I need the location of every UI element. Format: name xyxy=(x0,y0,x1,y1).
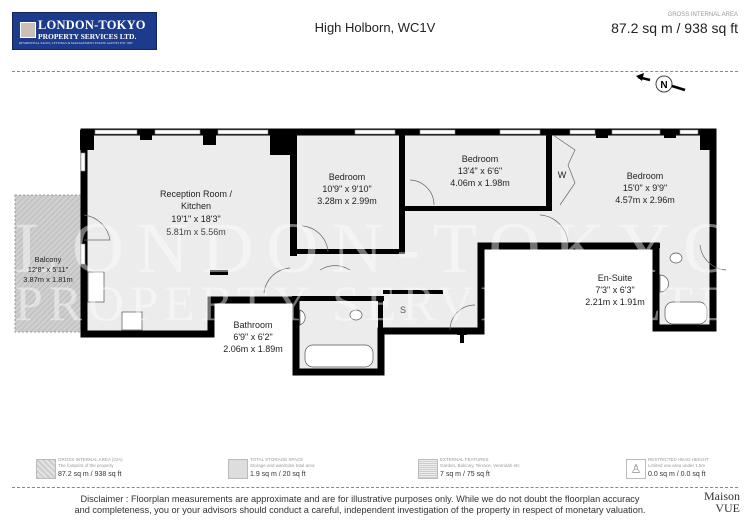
toilet-icon xyxy=(349,309,363,321)
svg-text:3.28m x 2.99m: 3.28m x 2.99m xyxy=(317,196,377,206)
room-balcony: Balcony 12'8" x 5'11" 3.87m x 1.81m xyxy=(23,255,73,284)
watermark: LONDON-TOKYO PROPERTY SERVICES LTD xyxy=(15,208,735,331)
storage-marker: S xyxy=(400,305,406,315)
property-title: High Holborn, WC1V xyxy=(314,20,436,35)
svg-text:Reception Room /: Reception Room / xyxy=(160,189,233,199)
svg-text:5.81m x 5.56m: 5.81m x 5.56m xyxy=(166,227,226,237)
svg-text:7'3" x 6'3": 7'3" x 6'3" xyxy=(595,285,634,295)
room-reception: Reception Room / Kitchen 19'1" x 18'3" 5… xyxy=(160,189,233,237)
agency-logo: LONDON-TOKYO PROPERTY SERVICES LTD. RESI… xyxy=(12,12,157,50)
svg-text:15'0" x 9'9": 15'0" x 9'9" xyxy=(623,183,667,193)
svg-text:Bedroom: Bedroom xyxy=(462,154,499,164)
svg-text:13'4" x 6'6": 13'4" x 6'6" xyxy=(458,166,502,176)
header-divider xyxy=(12,71,738,72)
svg-text:12'8" x 5'11": 12'8" x 5'11" xyxy=(28,265,69,274)
hob-icon xyxy=(121,311,143,331)
room-ensuite: En-Suite 7'3" x 6'3" 2.21m x 1.91m xyxy=(585,273,645,307)
svg-text:2.06m x 1.89m: 2.06m x 1.89m xyxy=(223,344,283,354)
doors xyxy=(83,134,727,331)
room-bathroom: Bathroom 6'9" x 6'2" 2.06m x 1.89m xyxy=(223,320,283,354)
windows xyxy=(80,129,699,265)
room-bedroom-2: Bedroom 13'4" x 6'6" 4.06m x 1.98m xyxy=(450,154,510,188)
logo-line3: RESIDENTIAL SALES, LETTINGS & MANAGEMENT… xyxy=(19,41,133,45)
external-grid-icon xyxy=(418,459,438,479)
svg-text:PROPERTY SERVICES LTD: PROPERTY SERVICES LTD xyxy=(15,275,735,331)
wardrobe-marker: W xyxy=(558,170,567,180)
ensuite-bath-icon xyxy=(664,301,708,325)
ensuite-toilet-icon xyxy=(669,252,683,264)
svg-text:6'9" x 6'2": 6'9" x 6'2" xyxy=(233,332,272,342)
disclaimer: Disclaimer : Floorplan measurements are … xyxy=(74,494,646,515)
svg-text:3.87m x 1.81m: 3.87m x 1.81m xyxy=(23,275,73,284)
svg-text:2.21m x 1.91m: 2.21m x 1.91m xyxy=(585,297,645,307)
entrance-arrow-icon xyxy=(457,330,467,343)
basin-icon xyxy=(299,309,306,326)
logo-line2: PROPERTY SERVICES LTD. xyxy=(38,32,137,41)
svg-text:En-Suite: En-Suite xyxy=(598,273,633,283)
svg-text:Kitchen: Kitchen xyxy=(181,201,211,211)
footer-divider xyxy=(12,487,738,488)
svg-text:4.57m x 2.96m: 4.57m x 2.96m xyxy=(615,195,675,205)
room-labels: Reception Room / Kitchen 19'1" x 18'3" 5… xyxy=(23,154,675,354)
bath-icon xyxy=(304,344,374,368)
svg-text:Bathroom: Bathroom xyxy=(233,320,272,330)
room-bedroom-1: Bedroom 10'9" x 9'10" 3.28m x 2.99m xyxy=(317,172,377,206)
logo-line1: LONDON-TOKYO xyxy=(38,18,146,32)
gia-label: GROSS INTERNAL AREA xyxy=(667,12,738,18)
gia-hatch-icon xyxy=(36,459,56,479)
room-bedroom-3: Bedroom 15'0" x 9'9" 4.57m x 2.96m xyxy=(615,171,675,205)
compass-icon: N xyxy=(636,73,686,93)
svg-text:Balcony: Balcony xyxy=(35,255,62,264)
kitchen-sink-icon xyxy=(87,271,105,303)
fixtures xyxy=(87,252,708,368)
logo-emblem-icon xyxy=(20,22,36,38)
person-icon: ♙ xyxy=(626,459,646,479)
svg-text:19'1" x 18'3": 19'1" x 18'3" xyxy=(171,214,220,224)
svg-text:4.06m x 1.98m: 4.06m x 1.98m xyxy=(450,178,510,188)
brand-logo: Maison VUE xyxy=(704,489,740,515)
storage-icon xyxy=(228,459,248,479)
interior-walls xyxy=(80,130,715,374)
compass-north-label: N xyxy=(660,80,667,91)
balcony-area xyxy=(14,194,82,333)
ensuite-basin-icon xyxy=(659,274,669,293)
gia-value: 87.2 sq m / 938 sq ft xyxy=(611,20,738,36)
svg-text:10'9" x 9'10": 10'9" x 9'10" xyxy=(322,184,371,194)
svg-text:Bedroom: Bedroom xyxy=(329,172,366,182)
svg-text:Bedroom: Bedroom xyxy=(627,171,664,181)
